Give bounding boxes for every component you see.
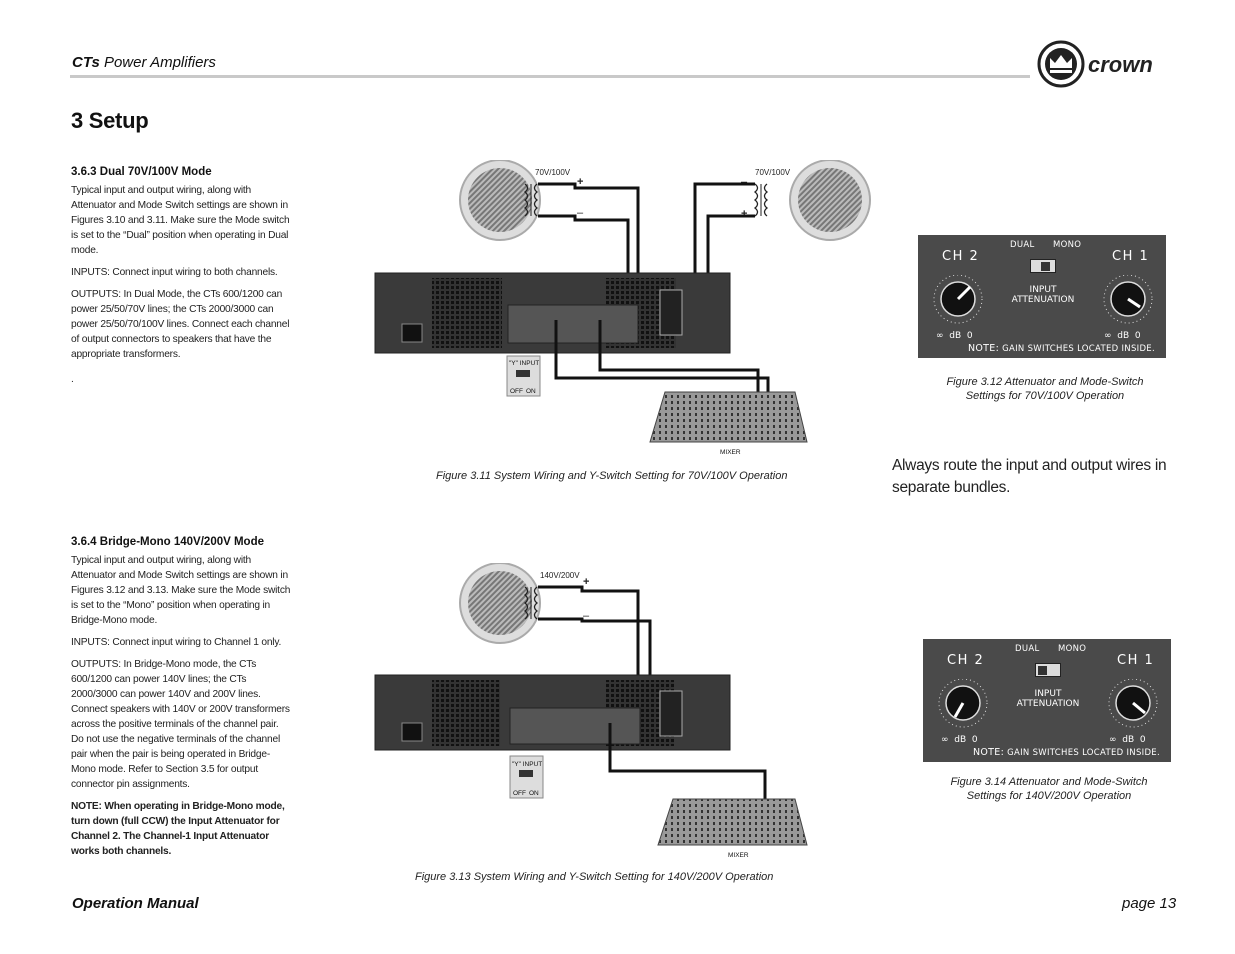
transformer-left (523, 183, 529, 217)
transformer-mono (523, 586, 529, 620)
svg-text:70V/100V: 70V/100V (535, 168, 571, 177)
section-364-note: NOTE: When operating in Bridge-Mono mode… (71, 801, 285, 857)
svg-text:+: + (577, 176, 583, 188)
svg-text:–: – (741, 176, 748, 188)
section-364-p2: INPUTS: Connect input wiring to Channel … (71, 637, 282, 648)
section-363-p4: . (71, 374, 74, 385)
section-title: 3 Setup (71, 108, 149, 133)
footer-manual: Operation Manual (72, 895, 199, 912)
svg-text:OFF: OFF (513, 790, 526, 797)
svg-text:ON: ON (526, 388, 536, 395)
knob-ch1-314 (1108, 679, 1158, 728)
svg-text:+: + (741, 208, 747, 220)
svg-text:–: – (577, 207, 584, 219)
figure-3-13-diagram: 140V/200V + – "Y" INPUT OFF ON MIXER (374, 563, 808, 859)
section-364: 3.6.4 Bridge-Mono 140V/200V Mode Typical… (71, 536, 291, 866)
figure-3-11-diagram: 70V/100V 70V/100V + – – + "Y" INPUT OFF … (374, 160, 871, 456)
svg-text:MIXER: MIXER (720, 449, 741, 456)
mode-switch-314 (1035, 663, 1061, 677)
crown-logo: crown (1036, 38, 1186, 92)
section-363: 3.6.3 Dual 70V/100V Mode Typical input a… (71, 166, 291, 394)
mixer-311 (649, 391, 808, 443)
mixer-313 (657, 798, 808, 846)
page-number: page 13 (1122, 895, 1177, 912)
brand-text: crown (1088, 52, 1153, 77)
figure-3-13-caption: Figure 3.13 System Wiring and Y-Switch S… (415, 871, 774, 883)
knob-ch2-314 (938, 679, 988, 728)
svg-text:OFF: OFF (510, 388, 523, 395)
mode-switch-312 (1030, 259, 1056, 273)
svg-text:70V/100V: 70V/100V (755, 168, 791, 177)
knob-ch2-312 (933, 275, 983, 324)
section-363-p3: OUTPUTS: In Dual Mode, the CTs 600/1200 … (71, 289, 290, 360)
knob-ch1-312 (1103, 275, 1153, 324)
section-364-p1: Typical input and output wiring, along w… (71, 555, 291, 626)
svg-text:–: – (583, 610, 590, 622)
header-title: CTs Power Amplifiers (72, 54, 216, 71)
section-363-p1: Typical input and output wiring, along w… (71, 185, 290, 256)
svg-text:+: + (583, 576, 589, 588)
section-364-p3: OUTPUTS: In Bridge-Mono mode, the CTs 60… (71, 659, 290, 790)
svg-text:ON: ON (529, 790, 539, 797)
transformer-right (753, 183, 759, 217)
svg-text:140V/200V: 140V/200V (540, 571, 580, 580)
svg-text:"Y" INPUT: "Y" INPUT (512, 761, 542, 768)
wiring-callout: Always route the input and output wires … (892, 457, 1167, 496)
section-363-heading: 3.6.3 Dual 70V/100V Mode (71, 166, 212, 178)
header-rule (70, 75, 1030, 78)
figure-3-11-caption: Figure 3.11 System Wiring and Y-Switch S… (436, 470, 788, 482)
svg-text:MIXER: MIXER (728, 852, 749, 859)
section-363-p2: INPUTS: Connect input wiring to both cha… (71, 267, 278, 278)
section-364-heading: 3.6.4 Bridge-Mono 140V/200V Mode (71, 536, 265, 548)
svg-text:"Y" INPUT: "Y" INPUT (509, 360, 539, 367)
